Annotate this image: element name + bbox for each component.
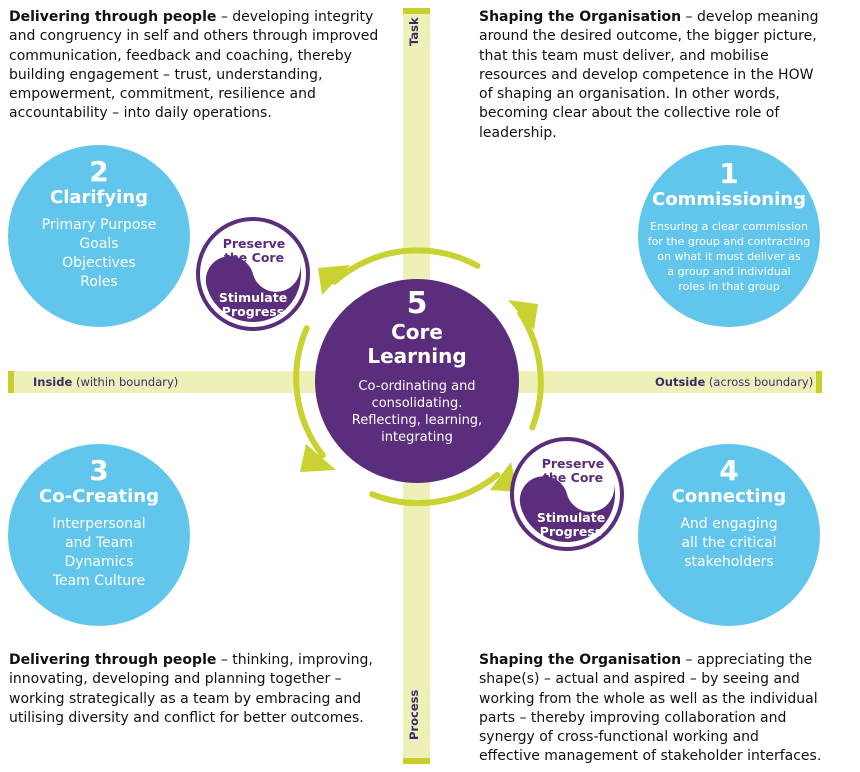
core-line: Reflecting, learning,: [351, 413, 483, 428]
circle-3-line: and Team: [65, 535, 133, 551]
circle-1-line: on what it must deliver as: [657, 250, 801, 263]
circle-2-line: Primary Purpose: [41, 217, 157, 233]
circle-4-line: stakeholders: [684, 554, 774, 570]
horizontal-axis-end-left: [8, 371, 14, 393]
circle-3-number: 3: [89, 454, 109, 487]
circle-clarifying: 2 Clarifying Primary Purpose Goals Objec…: [8, 145, 190, 327]
circle-1-line: for the group and contracting: [647, 235, 811, 248]
body-top-left: – developing integrity and congruency in…: [9, 9, 379, 122]
the-core-text: the Core: [223, 250, 285, 265]
circle-4-title: Connecting: [671, 486, 787, 507]
body-bottom-right: – appreciating the shape(s) – actual and…: [479, 652, 822, 765]
preserve-text: Preserve: [541, 456, 605, 471]
progress-text: Progress: [221, 304, 285, 319]
axis-process-text: Process: [407, 689, 421, 740]
core-title-2: Learning: [367, 344, 467, 368]
circle-2-title: Clarifying: [49, 187, 148, 208]
paragraph-top-left: Delivering through people – developing i…: [9, 8, 394, 124]
heading-top-left: Delivering through people: [9, 9, 217, 25]
stimulate-text: Stimulate: [536, 510, 606, 525]
yin-yang-bottom: [510, 437, 624, 551]
circle-connecting: 4 Connecting And engaging all the critic…: [638, 444, 820, 626]
yin-top-lower-text: Stimulate Progress: [203, 291, 303, 319]
body-top-right: – develop meaning around the desired out…: [479, 9, 819, 141]
circle-commissioning: 1 Commissioning Ensuring a clear commiss…: [638, 145, 820, 327]
stimulate-text: Stimulate: [218, 290, 288, 305]
circle-2-line: Goals: [79, 236, 119, 252]
heading-top-right: Shaping the Organisation: [479, 9, 682, 25]
heading-bottom-right: Shaping the Organisation: [479, 652, 682, 668]
yin-top-upper-text: Preserve the Core: [204, 237, 304, 265]
preserve-text: Preserve: [222, 236, 286, 251]
axis-inside-bold: Inside: [33, 375, 73, 389]
circle-3-title: Co-Creating: [39, 486, 159, 507]
yin-bottom-lower-text: Stimulate Progress: [521, 511, 621, 539]
core-line: integrating: [381, 430, 453, 445]
paragraph-top-right: Shaping the Organisation – develop meani…: [479, 8, 824, 143]
axis-inside-rest: (within boundary): [72, 375, 179, 389]
circle-1-line: roles in that group: [678, 280, 780, 293]
circle-4-line: all the critical: [681, 535, 777, 551]
circle-3-line: Team Culture: [52, 573, 146, 589]
axis-task-text: Task: [407, 17, 421, 46]
circle-2-line: Roles: [80, 274, 118, 290]
vertical-axis-end-bottom: [403, 758, 430, 764]
circle-1-line: Ensuring a clear commission: [649, 220, 808, 233]
axis-label-outside: Outside (across boundary): [655, 375, 813, 389]
yin-bottom-upper-text: Preserve the Core: [523, 457, 623, 485]
cycle-arrows: [293, 247, 544, 507]
circle-4-line: And engaging: [680, 516, 778, 532]
circle-4-number: 4: [719, 454, 739, 487]
core-circle: [315, 279, 519, 483]
yin-yang-top: [196, 217, 310, 331]
heading-bottom-left: Delivering through people: [9, 652, 217, 668]
axis-label-inside: Inside (within boundary): [33, 375, 178, 389]
core-line: Co-ordinating and: [358, 379, 476, 394]
circle-1-line: a group and individual: [667, 265, 791, 278]
horizontal-axis-end-right: [816, 371, 822, 393]
core-title-1: Core: [391, 320, 443, 344]
body-bottom-left: – thinking, improving, innovating, devel…: [9, 652, 373, 726]
circle-3-line: Dynamics: [64, 554, 134, 570]
paragraph-bottom-left: Delivering through people – thinking, im…: [9, 651, 374, 728]
axis-outside-rest: (across boundary): [705, 375, 814, 389]
axis-label-task: Task: [407, 6, 421, 46]
paragraph-bottom-right: Shaping the Organisation – appreciating …: [479, 651, 824, 767]
core-line: consolidating.: [371, 396, 463, 411]
axis-label-process: Process: [407, 680, 421, 740]
circle-2-number: 2: [89, 155, 109, 188]
circle-1-number: 1: [719, 157, 739, 190]
circle-2-line: Objectives: [62, 255, 136, 271]
circle-3-line: Interpersonal: [52, 516, 146, 532]
vertical-axis-end-top: [403, 8, 430, 14]
circle-1-title: Commissioning: [652, 189, 806, 210]
circle-co-creating: 3 Co-Creating Interpersonal and Team Dyn…: [8, 444, 190, 626]
axis-outside-bold: Outside: [655, 375, 706, 389]
progress-text: Progress: [539, 524, 603, 539]
core-content: 5 Core Learning Co-ordinating and consol…: [317, 288, 517, 446]
core-number: 5: [406, 286, 428, 321]
the-core-text: the Core: [542, 470, 604, 485]
